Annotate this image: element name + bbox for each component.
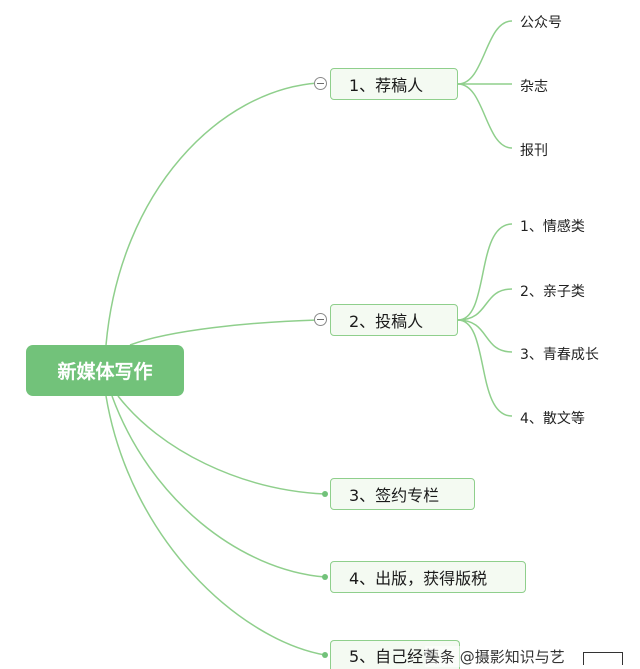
connector-b1-leaf-1	[457, 20, 513, 85]
watermark-box-icon	[583, 652, 623, 665]
connector-b2-leaf-2	[457, 288, 513, 321]
root-node[interactable]: 新媒体写作	[26, 345, 184, 396]
leaf-node[interactable]: 2、亲子类	[520, 284, 585, 300]
branch-anchor-dot	[322, 491, 328, 497]
collapse-toggle-icon[interactable]	[314, 77, 327, 90]
connector-root-branch-5	[105, 395, 326, 656]
leaf-node[interactable]: 公众号	[520, 15, 562, 31]
leaf-node[interactable]: 3、青春成长	[520, 347, 599, 363]
branch-node-2[interactable]: 2、投稿人	[330, 304, 458, 336]
branch-anchor-dot	[322, 574, 328, 580]
branch-node-4[interactable]: 4、出版，获得版税	[330, 561, 526, 593]
leaf-node[interactable]: 1、情感类	[520, 219, 585, 235]
connector-b1-leaf-3	[457, 83, 513, 149]
connector-b2-leaf-3	[457, 319, 513, 353]
leaf-node[interactable]: 报刊	[520, 143, 548, 159]
leaf-node[interactable]: 4、散文等	[520, 411, 585, 427]
branch-node-1[interactable]: 1、荐稿人	[330, 68, 458, 100]
connector-root-branch-3	[117, 395, 326, 495]
branch-anchor-dot	[322, 652, 328, 658]
connector-root-branch-2	[129, 319, 319, 346]
connector-root-branch-1	[105, 82, 319, 346]
connector-b2-leaf-4	[457, 319, 513, 417]
connector-root-branch-4	[111, 395, 326, 578]
branch-node-3[interactable]: 3、签约专栏	[330, 478, 475, 510]
leaf-node[interactable]: 杂志	[520, 79, 548, 95]
collapse-toggle-icon[interactable]	[314, 313, 327, 326]
watermark-text: 头条 @摄影知识与艺	[425, 646, 565, 667]
connector-b2-leaf-1	[457, 223, 513, 321]
